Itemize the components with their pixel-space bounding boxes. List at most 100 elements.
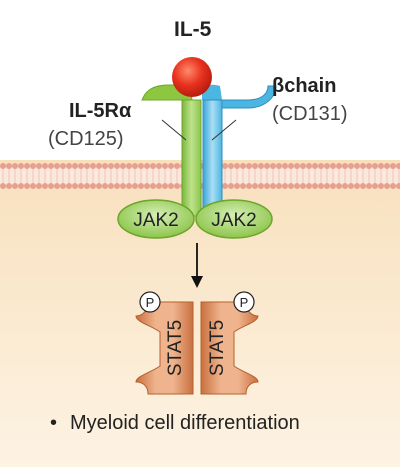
membrane-inner-head: [264, 183, 270, 189]
membrane-outer-head: [90, 163, 96, 169]
membrane-outer-head: [318, 163, 324, 169]
membrane-inner-head: [12, 183, 18, 189]
membrane-inner-head: [252, 183, 258, 189]
membrane-outer-head: [156, 163, 162, 169]
il5r-alpha-stem: [181, 99, 202, 217]
membrane-outer-head: [234, 163, 240, 169]
membrane-outer-head: [228, 163, 234, 169]
membrane-outer-head: [168, 163, 174, 169]
membrane-inner-head: [72, 183, 78, 189]
membrane-inner-head: [222, 183, 228, 189]
membrane-outer-head: [72, 163, 78, 169]
outcome-bullet: •: [50, 412, 58, 434]
membrane-inner-head: [318, 183, 324, 189]
membrane-outer-head: [258, 163, 264, 169]
membrane-outer-head: [12, 163, 18, 169]
membrane-inner-head: [144, 183, 150, 189]
membrane-inner-head: [78, 183, 84, 189]
membrane-inner-head: [312, 183, 318, 189]
membrane-outer-head: [270, 163, 276, 169]
membrane-outer-head: [324, 163, 330, 169]
membrane-outer-head: [390, 163, 396, 169]
membrane-inner-head: [324, 183, 330, 189]
membrane-inner-head: [360, 183, 366, 189]
membrane-outer-head: [138, 163, 144, 169]
membrane-outer-head: [372, 163, 378, 169]
membrane-outer-head: [378, 163, 384, 169]
membrane-outer-head: [162, 163, 168, 169]
phospho-left-label: P: [146, 295, 155, 310]
membrane-inner-head: [396, 183, 400, 189]
membrane-outer-head: [240, 163, 246, 169]
membrane-outer-head: [336, 163, 342, 169]
membrane-inner-head: [96, 183, 102, 189]
signal-arrow-head: [191, 276, 203, 288]
beta-chain-stem: [202, 99, 223, 217]
membrane-outer-head: [246, 163, 252, 169]
membrane-inner-head: [390, 183, 396, 189]
il5-ligand: [172, 57, 212, 97]
phospho-right-label: P: [240, 295, 249, 310]
membrane-inner-head: [348, 183, 354, 189]
membrane-outer-head: [384, 163, 390, 169]
membrane-outer-head: [60, 163, 66, 169]
membrane-outer-head: [36, 163, 42, 169]
stat5-dimer: [135, 301, 259, 395]
membrane-outer-head: [18, 163, 24, 169]
membrane-outer-head: [348, 163, 354, 169]
membrane-inner-head: [6, 183, 12, 189]
membrane-outer-head: [150, 163, 156, 169]
membrane-outer-head: [288, 163, 294, 169]
membrane-inner-head: [24, 183, 30, 189]
membrane-outer-head: [342, 163, 348, 169]
membrane-inner-head: [246, 183, 252, 189]
il5r-alpha-label: IL-5Rα: [69, 100, 132, 122]
membrane-outer-head: [330, 163, 336, 169]
beta-callout-line: [211, 119, 237, 141]
membrane-inner-head: [102, 183, 108, 189]
membrane-outer-head: [252, 163, 258, 169]
membrane-outer-head: [54, 163, 60, 169]
membrane-outer-head: [354, 163, 360, 169]
membrane-inner-head: [42, 183, 48, 189]
membrane-outer-head: [42, 163, 48, 169]
membrane-inner-head: [36, 183, 42, 189]
membrane-outer-head: [126, 163, 132, 169]
membrane-inner-head: [66, 183, 72, 189]
membrane-inner-head: [372, 183, 378, 189]
membrane-inner-head: [330, 183, 336, 189]
membrane-outer-head: [282, 163, 288, 169]
membrane-outer-head: [78, 163, 84, 169]
membrane-inner-head: [384, 183, 390, 189]
membrane-inner-head: [300, 183, 306, 189]
phospho-right: [233, 291, 255, 313]
membrane-inner-head: [234, 183, 240, 189]
membrane-outer-head: [306, 163, 312, 169]
membrane-outer-head: [132, 163, 138, 169]
membrane-inner-head: [162, 183, 168, 189]
membrane-inner-head: [378, 183, 384, 189]
membrane-inner-head: [156, 183, 162, 189]
membrane-inner-head: [270, 183, 276, 189]
phospho-left: [139, 291, 161, 313]
membrane-outer-head: [366, 163, 372, 169]
membrane-outer-head: [294, 163, 300, 169]
membrane-inner-head: [90, 183, 96, 189]
beta-chain-label: βchain: [272, 75, 337, 97]
membrane-outer-head: [396, 163, 400, 169]
membrane-outer-head: [6, 163, 12, 169]
outcome-text: Myeloid cell differentiation: [70, 412, 300, 434]
membrane-inner-head: [114, 183, 120, 189]
membrane-inner-head: [282, 183, 288, 189]
membrane-inner-head: [138, 183, 144, 189]
membrane-inner-head: [366, 183, 372, 189]
ligand-label: IL-5: [174, 18, 212, 41]
membrane-outer-head: [96, 163, 102, 169]
stat5-left-label: STAT5: [165, 320, 186, 376]
alpha-callout-line: [161, 119, 187, 141]
beta-chain-receptor: [202, 84, 277, 217]
membrane-inner-head: [108, 183, 114, 189]
membrane-outer-head: [300, 163, 306, 169]
membrane-inner-head: [150, 183, 156, 189]
